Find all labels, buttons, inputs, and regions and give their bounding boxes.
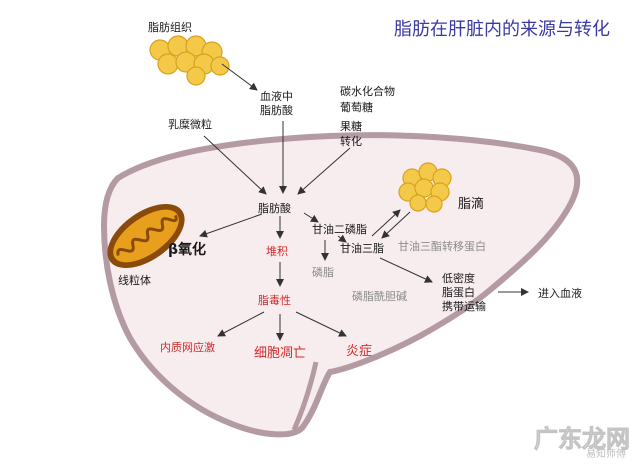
label-diacylglycerol: 甘油二磷脂 (312, 222, 367, 236)
label-fatty-acid: 脂肪酸 (258, 201, 291, 215)
arrow-fa-to-dag (303, 212, 319, 223)
label-carb-line4: 转化 (340, 134, 362, 148)
arrow-lipotox-to-er (217, 311, 265, 337)
liver-outline (100, 132, 581, 438)
label-carb-line1: 碳水化合物 (340, 84, 395, 98)
label-inflammation: 炎症 (346, 344, 372, 359)
arrow-carb-to-fa (297, 147, 351, 195)
label-lipid-droplet: 脂滴 (458, 196, 484, 212)
arrow-fa-to-beta (199, 213, 263, 238)
adipose-tissue-icon (149, 35, 230, 86)
arrow-adipose-to-blood (221, 63, 258, 91)
label-into-blood: 进入血液 (538, 286, 582, 300)
label-er-stress: 内质网应激 (160, 340, 215, 354)
label-carb-line3: 果糖 (340, 119, 362, 133)
label-vldl-line3: 携带运输 (442, 299, 486, 313)
label-carb-line2: 葡萄糖 (340, 100, 373, 114)
label-beta-oxidation: β氧化 (168, 241, 206, 258)
label-mitochondria: 线粒体 (118, 273, 151, 287)
watermark-subtext: 易知师傅 (586, 447, 626, 460)
label-blood-fa-line2: 脂肪酸 (260, 103, 293, 117)
label-phospholipid: 磷脂 (312, 265, 334, 279)
liver-lobe-line (291, 361, 319, 432)
label-phosphatidylcholine: 磷脂酰胆碱 (352, 289, 407, 303)
label-lipotoxicity: 脂毒性 (258, 293, 291, 307)
label-blood-fa-line1: 血液中 (260, 89, 293, 103)
label-chylomicron: 乳糜微粒 (168, 117, 212, 131)
label-tg-transfer-protein: 甘油三酯转移蛋白 (398, 239, 486, 253)
arrow-chylo-to-fa (203, 135, 267, 195)
label-cell-death: 细胞凋亡 (254, 346, 306, 361)
lipid-droplet-icon (398, 162, 452, 213)
label-triglyceride: 甘油三脂 (340, 241, 384, 255)
arrow-lipotox-to-inflam (295, 311, 347, 337)
label-adipose-tissue: 脂肪组织 (148, 20, 192, 34)
label-vldl-line2: 脂蛋白 (442, 285, 475, 299)
arrow-droplet-to-tg (381, 211, 411, 239)
label-accumulation: 堆积 (266, 245, 288, 258)
arrow-tg-to-vldl (379, 257, 433, 283)
arrow-tg-to-droplet (371, 209, 401, 237)
flow-arrows (199, 63, 529, 341)
arrow-dag-to-tg (337, 234, 347, 243)
label-vldl-line1: 低密度 (442, 271, 475, 285)
watermark-text: 广东龙网 (534, 425, 630, 453)
mitochondria-icon (107, 204, 185, 268)
diagram-title: 脂肪在肝脏内的来源与转化 (394, 19, 610, 40)
